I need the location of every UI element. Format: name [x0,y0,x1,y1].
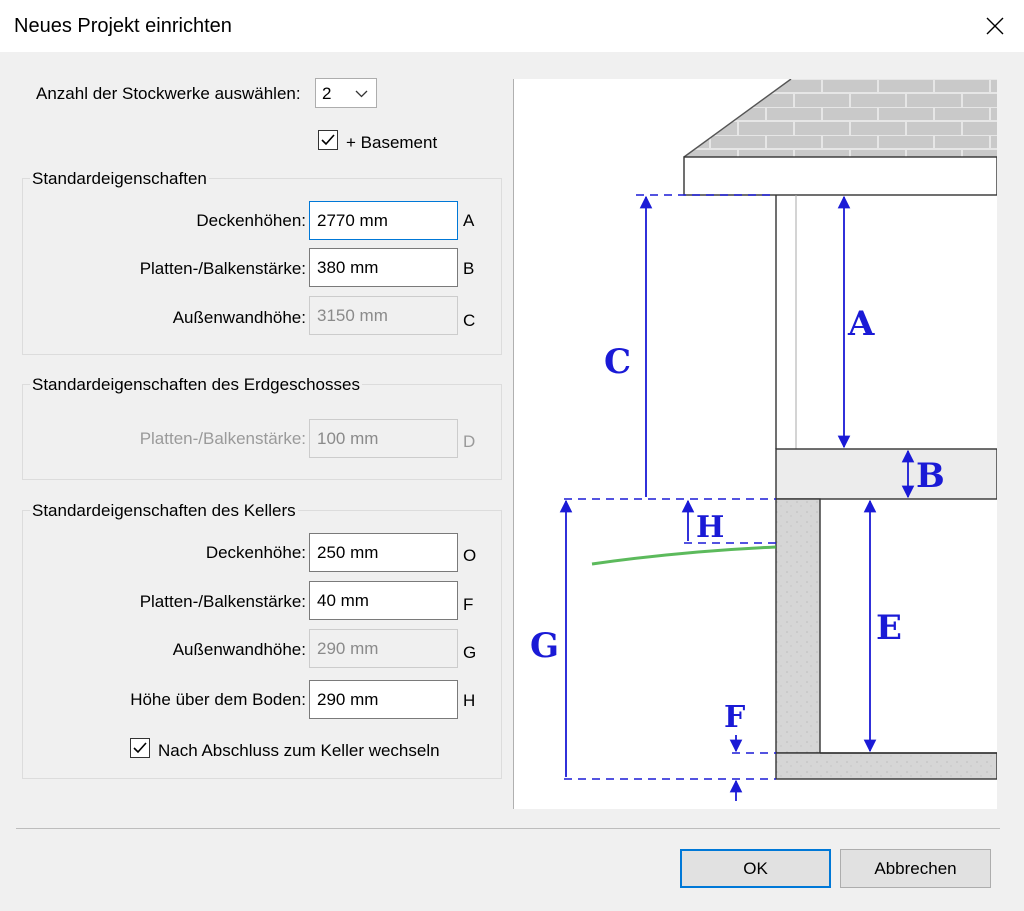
height-above-ground-letter: H [463,691,476,710]
title-bar: Neues Projekt einrichten [0,0,1024,52]
cellar-group-title: Standardeigenschaften des Kellers [30,501,298,521]
dimension-label-h: H [696,510,724,545]
window-title: Neues Projekt einrichten [14,15,232,37]
basement-checkbox[interactable] [318,130,338,150]
close-button[interactable] [966,0,1024,52]
basement-label: + Basement [346,133,438,152]
ground-slab-input [309,419,458,458]
floors-select-value: 2 [322,84,332,103]
roof-slab [683,156,998,196]
close-icon [986,17,1004,35]
standard-group [22,178,502,355]
floors-label: Anzahl der Stockwerke auswählen: [36,84,301,103]
height-above-ground-label: Höhe über dem Boden: [130,690,306,709]
cellar-ceiling-letter: O [463,546,477,565]
ceiling-height-letter: A [463,211,475,230]
basement-floor [775,752,998,780]
cellar-slab-label: Platten-/Balkenstärke: [139,592,306,611]
dimension-label-e: E [876,608,902,648]
slab-thickness-input[interactable] [309,248,458,287]
ceiling-height-label: Deckenhöhen: [196,211,306,230]
ground-floor-group-title: Standardeigenschaften des Erdgeschosses [30,375,362,395]
dimension-diagram-svg: A B C E F G H [530,78,998,801]
ok-button[interactable]: OK [680,849,831,888]
dimension-label-c: C [604,342,631,382]
exterior-wall-height-label: Außenwandhöhe: [172,308,306,327]
exterior-wall-height-letter: C [463,311,476,330]
floor-slab [775,448,998,500]
ground-line [591,545,777,566]
basement-wall [775,498,821,754]
ground-slab-letter: D [463,432,476,451]
slab-thickness-label: Platten-/Balkenstärke: [139,259,306,278]
floors-select[interactable]: 2 [315,78,377,108]
roof-edge [683,78,792,158]
ceiling-height-input[interactable] [309,201,458,240]
dimension-diagram: A B C E F G H [513,78,998,809]
dashed-guides [564,194,776,780]
checkmark-icon [321,134,335,146]
dimension-lines [559,195,915,801]
ground-slab-label: Platten-/Balkenstärke: [139,429,306,448]
switch-to-cellar-checkbox[interactable] [130,738,150,758]
footer-divider [16,828,1000,829]
cellar-wall-height-label: Außenwandhöhe: [172,640,306,659]
switch-to-cellar-label: Nach Abschluss zum Keller wechseln [158,741,440,760]
dimension-label-g: G [530,626,559,666]
exterior-wall-height-input [309,296,458,335]
height-above-ground-input[interactable] [309,680,458,719]
cellar-ceiling-input[interactable] [309,533,458,572]
cellar-slab-input[interactable] [309,581,458,620]
standard-group-title: Standardeigenschaften [30,169,209,189]
checkmark-icon [133,742,147,754]
dimension-label-f: F [724,700,745,735]
cellar-wall-height-letter: G [463,643,477,662]
dimension-label-a: A [847,304,875,344]
dimension-label-b: B [916,456,945,496]
cellar-slab-letter: F [463,595,474,614]
slab-thickness-letter: B [463,259,475,278]
cancel-button[interactable]: Abbrechen [840,849,991,888]
cellar-ceiling-label: Deckenhöhe: [205,543,306,562]
cellar-wall-height-input [309,629,458,668]
roof [684,79,997,157]
chevron-down-icon [355,90,368,98]
